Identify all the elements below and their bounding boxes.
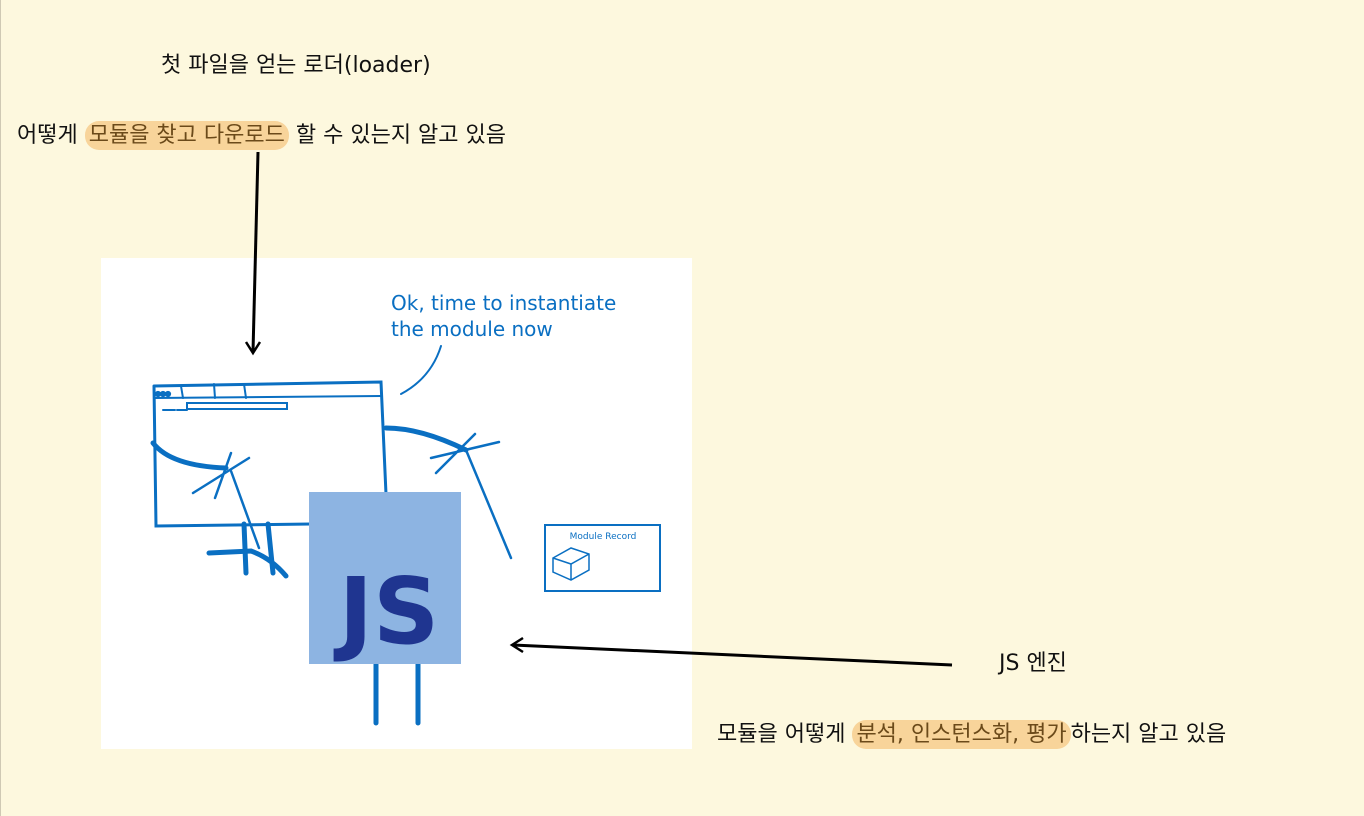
loader-desc-prefix: 어떻게	[17, 123, 85, 148]
sketch-sparks	[191, 432, 513, 560]
engine-arrow	[512, 643, 953, 667]
module-record-label: Module Record	[570, 532, 637, 542]
loader-desc-highlight: 모듈을 찾고 다운로드	[84, 121, 289, 150]
engine-title: JS 엔진	[999, 651, 1067, 676]
js-logo: JS	[333, 558, 440, 665]
engine-desc-prefix: 모듈을 어떻게	[717, 722, 853, 747]
module-record-card: Module Record	[544, 524, 661, 592]
loader-desc-suffix: 할 수 있는지 알고 있음	[288, 123, 507, 148]
js-box	[309, 492, 461, 664]
speech-line-1: Ok, time to instantiate	[391, 291, 616, 315]
loader-engine-illustration: Ok, time to instantiate the module now J…	[101, 258, 692, 749]
browser-window	[152, 380, 388, 528]
speech-tail	[400, 345, 442, 395]
loader-description: 어떻게 모듈을 찾고 다운로드 할 수 있는지 알고 있음	[17, 117, 507, 150]
loader-arrow	[251, 151, 260, 353]
lego-brick-icon	[552, 547, 590, 581]
engine-desc-highlight: 분석, 인스턴스화, 평가	[852, 720, 1071, 749]
speech-line-2: the module now	[391, 317, 553, 341]
engine-desc-suffix: 하는지 알고 있음	[1070, 722, 1227, 747]
loader-title: 첫 파일을 얻는 로더(loader)	[161, 53, 431, 78]
